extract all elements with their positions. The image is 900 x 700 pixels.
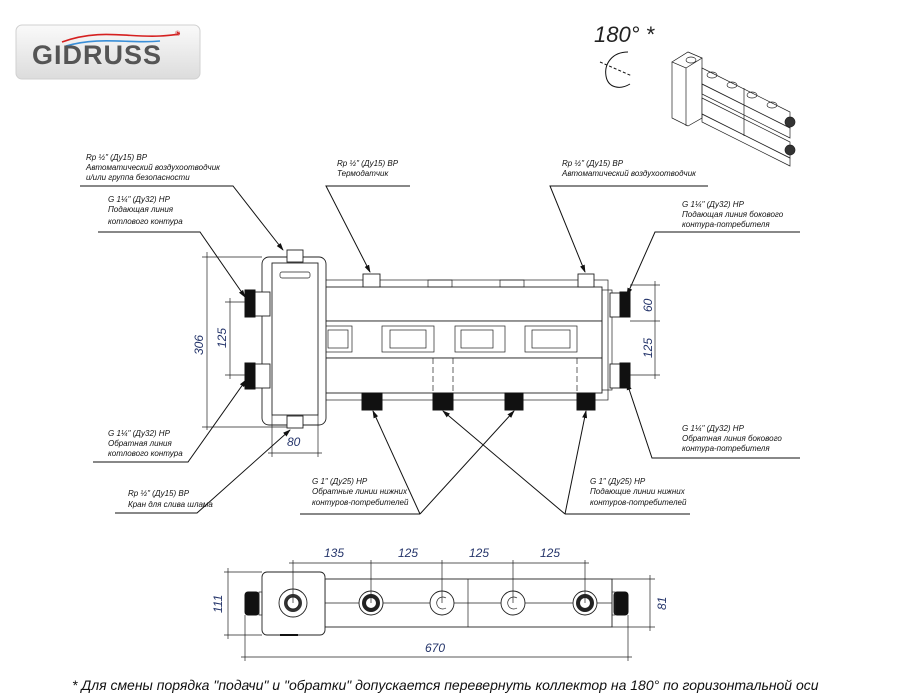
callout-text: Обратная линия бокового <box>682 434 782 443</box>
boiler-return-port <box>244 362 256 390</box>
callout-boiler-return: G 1¼" (Ду32) НР Обратная линия котлового… <box>93 379 247 463</box>
front-view: 306 125 80 60 125 <box>192 249 660 457</box>
dim-spacing-3: 125 <box>469 546 489 560</box>
rotation-note: 180° * <box>594 22 656 88</box>
registered-mark: ® <box>175 30 181 38</box>
rotation-label: 180° * <box>594 22 656 47</box>
callout-text: Обратная линия <box>108 439 172 448</box>
callout-text: Обратные линии нижних <box>312 487 408 496</box>
callout-text: Подающая линия бокового <box>682 210 784 219</box>
callout-text: котлового контура <box>108 217 183 226</box>
callout-text: G 1" (Ду25) НР <box>590 477 646 486</box>
callout-text: котлового контура <box>108 449 183 458</box>
callout-side-return: G 1¼" (Ду32) НР Обратная линия бокового … <box>626 382 800 459</box>
callout-air-vent: Rp ½" (Ду15) ВР Автоматический воздухоот… <box>549 159 708 273</box>
callout-boiler-supply: G 1¼" (Ду32) НР Подающая линия котлового… <box>98 195 246 298</box>
hydro-separator-body <box>271 262 319 416</box>
gidruss-logo: GIDRUSS ® <box>15 24 201 80</box>
callout-text: и/или группа безопасности <box>86 173 190 182</box>
callout-text: G 1¼" (Ду32) НР <box>682 200 745 209</box>
callout-text: Подающие линии нижних <box>590 487 686 496</box>
dim-left-spacing: 125 <box>215 328 229 348</box>
bottom-view: 135 125 125 125 111 81 670 <box>211 546 669 661</box>
callout-lower-supplies: G 1" (Ду25) НР Подающие линии нижних кон… <box>442 410 690 515</box>
dim-right-top: 60 <box>641 298 655 312</box>
boiler-supply-port <box>244 289 256 318</box>
callout-text: контуров-потребителей <box>590 498 687 507</box>
side-supply-port <box>619 291 631 318</box>
callout-air-vent-safety: Rp ½" (Ду15) ВР Автоматический воздухоот… <box>80 153 284 251</box>
callout-text: G 1¼" (Ду32) НР <box>682 424 745 433</box>
thermo-sensor-port <box>362 273 381 288</box>
separator-nameplate <box>279 271 311 279</box>
separator-top-port <box>286 249 304 263</box>
upper-header <box>317 286 603 322</box>
lower-supply-port-2 <box>576 392 596 411</box>
dim-height-left: 111 <box>211 595 225 613</box>
callout-text: Автоматический воздухоотводчик <box>561 169 697 178</box>
callout-text: Rp ½" (Ду15) ВР <box>337 159 399 168</box>
callout-drain: Rp ½" (Ду15) ВР Кран для слива шлама <box>115 429 291 514</box>
callout-text: контура-потребителя <box>682 444 770 453</box>
callout-text: G 1¼" (Ду32) НР <box>108 429 171 438</box>
dim-right-spacing: 125 <box>641 338 655 358</box>
callout-text: Термодатчик <box>337 169 389 178</box>
dim-spacing-4: 125 <box>540 546 560 560</box>
callout-text: G 1" (Ду25) НР <box>312 477 368 486</box>
dim-spacing-2: 125 <box>398 546 418 560</box>
dim-total-height: 306 <box>192 335 206 355</box>
rotation-arrow-icon <box>605 51 631 88</box>
callout-text: Подающая линия <box>108 205 174 214</box>
lower-header <box>317 357 603 394</box>
callout-text: контуров-потребителей <box>312 498 409 507</box>
dim-separator-width: 80 <box>287 435 301 449</box>
lower-return-port-2 <box>504 392 524 411</box>
footnote: * Для смены порядка "подачи" и "обратки"… <box>72 677 819 693</box>
logo-text: GIDRUSS <box>32 40 162 70</box>
dim-total-length: 670 <box>425 641 445 655</box>
separator-drain-port <box>286 415 304 429</box>
callout-side-supply: G 1¼" (Ду32) НР Подающая линия бокового … <box>626 200 800 296</box>
lower-supply-port-1 <box>432 392 454 411</box>
insulation-middle <box>317 320 603 359</box>
isometric-view <box>671 51 796 167</box>
dim-height-right: 81 <box>655 597 669 610</box>
callout-lower-returns: G 1" (Ду25) НР Обратные линии нижних кон… <box>300 410 515 515</box>
lower-return-port-1 <box>361 392 383 411</box>
callout-text: Rp ½" (Ду15) ВР <box>562 159 624 168</box>
callout-text: G 1¼" (Ду32) НР <box>108 195 171 204</box>
callout-text: Rp ½" (Ду15) ВР <box>86 153 148 162</box>
callout-text: Автоматический воздухоотводчик <box>85 163 221 172</box>
callout-thermo-sensor: Rp ½" (Ду15) ВР Термодатчик <box>325 159 410 273</box>
side-return-port <box>619 362 631 389</box>
callout-text: Rp ½" (Ду15) ВР <box>128 489 190 498</box>
callout-text: Кран для слива шлама <box>128 500 213 509</box>
air-vent-port <box>577 273 595 288</box>
callout-text: контура-потребителя <box>682 220 770 229</box>
dim-spacing-1: 135 <box>324 546 344 560</box>
